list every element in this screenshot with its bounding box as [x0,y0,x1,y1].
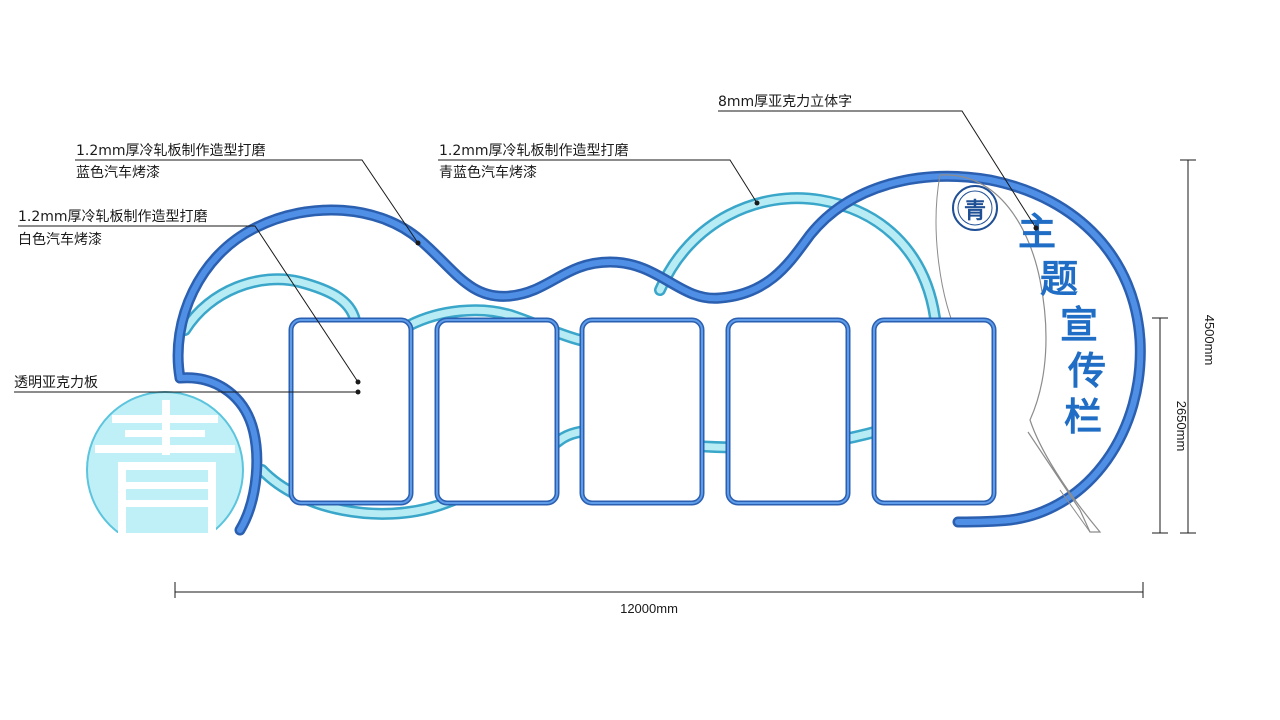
dimension-width [174,582,1144,598]
title-text: 主 题 宣 传 栏 [1018,210,1106,439]
dimension-height-total-label: 4500mm [1202,315,1217,366]
panel-2 [434,317,560,506]
leader-cyan-frame [438,159,758,204]
panel-3 [579,317,705,506]
callout-cyan-line1: 1.2mm厚冷轧板制作造型打磨 [439,142,629,159]
display-panels [288,317,997,506]
dimension-height-partial-label: 2650mm [1174,401,1189,452]
dimension-height-partial [1152,317,1168,534]
leader-blue-frame [75,159,419,244]
emblem-small: 青 [952,185,998,231]
callout-acrylic-board: 透明亚克力板 [14,375,98,391]
panel-4 [725,317,851,506]
blue-frame-inner [175,173,1144,533]
leader-acrylic-text [718,110,1037,229]
leader-white-frame [18,225,359,383]
callout-white-line1: 1.2mm厚冷轧板制作造型打磨 [18,208,208,225]
title-char-5: 栏 [1064,395,1102,439]
title-char-2: 题 [1040,257,1078,301]
emblem-large [86,391,244,533]
callout-white-line2: 白色汽车烤漆 [18,231,102,248]
panel-1 [288,317,414,506]
title-char-1: 主 [1018,210,1056,254]
title-board-outline [939,174,1102,533]
callout-blue-line2: 蓝色汽车烤漆 [76,164,160,181]
panel-5 [871,317,997,506]
callout-blue-line1: 1.2mm厚冷轧板制作造型打磨 [76,142,266,159]
callout-acrylic-text: 8mm厚亚克力立体字 [718,94,852,110]
title-char-4: 传 [1067,349,1106,393]
leader-lines [14,110,1037,393]
emblem-small-char: 青 [964,198,986,224]
title-char-3: 宣 [1060,303,1098,347]
callout-cyan-line2: 青蓝色汽车烤漆 [439,164,537,181]
dimension-height-total [1180,159,1196,534]
leader-dots [355,200,1039,395]
callout-texts: 1.2mm厚冷轧板制作造型打磨 蓝色汽车烤漆 1.2mm厚冷轧板制作造型打磨 白… [14,94,852,391]
dimension-width-label: 12000mm [620,601,678,616]
